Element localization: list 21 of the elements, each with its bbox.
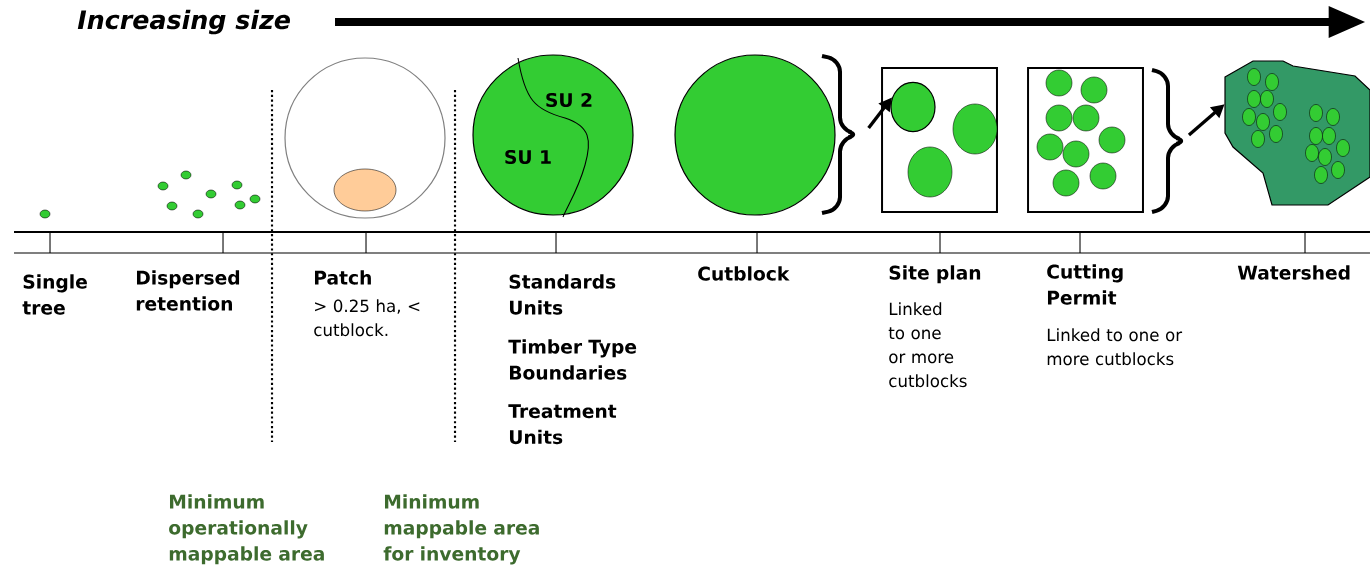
- ellipse: [890, 81, 936, 133]
- label: > 0.25 ha, < cutblock.: [314, 299, 420, 337]
- label: Timber Type Boundaries: [508, 339, 637, 380]
- label: Linked to one or more cutblocks: [888, 302, 967, 388]
- patch-circle: [284, 57, 446, 219]
- label: Watershed: [1237, 265, 1350, 280]
- label: Treatment Units: [508, 404, 617, 445]
- cutblock-circle: [674, 54, 836, 216]
- watershed-drawing: [1224, 60, 1370, 206]
- title: Increasing size: [77, 9, 290, 35]
- label: Minimum operationally mappable area: [169, 494, 324, 565]
- label: Linked to one or more cutblocks: [1047, 328, 1183, 366]
- label: Standards Units: [509, 274, 616, 315]
- label: Minimum mappable area for inventory: [383, 494, 539, 565]
- label: Dispersed retention: [136, 270, 240, 311]
- label: Cutblock: [698, 266, 790, 281]
- label: Site plan: [889, 265, 981, 284]
- label: Single tree: [22, 274, 87, 315]
- label: Cutting Permit: [1047, 264, 1123, 305]
- cutting-permit-drawing: [1027, 67, 1144, 213]
- label: Patch: [315, 270, 371, 285]
